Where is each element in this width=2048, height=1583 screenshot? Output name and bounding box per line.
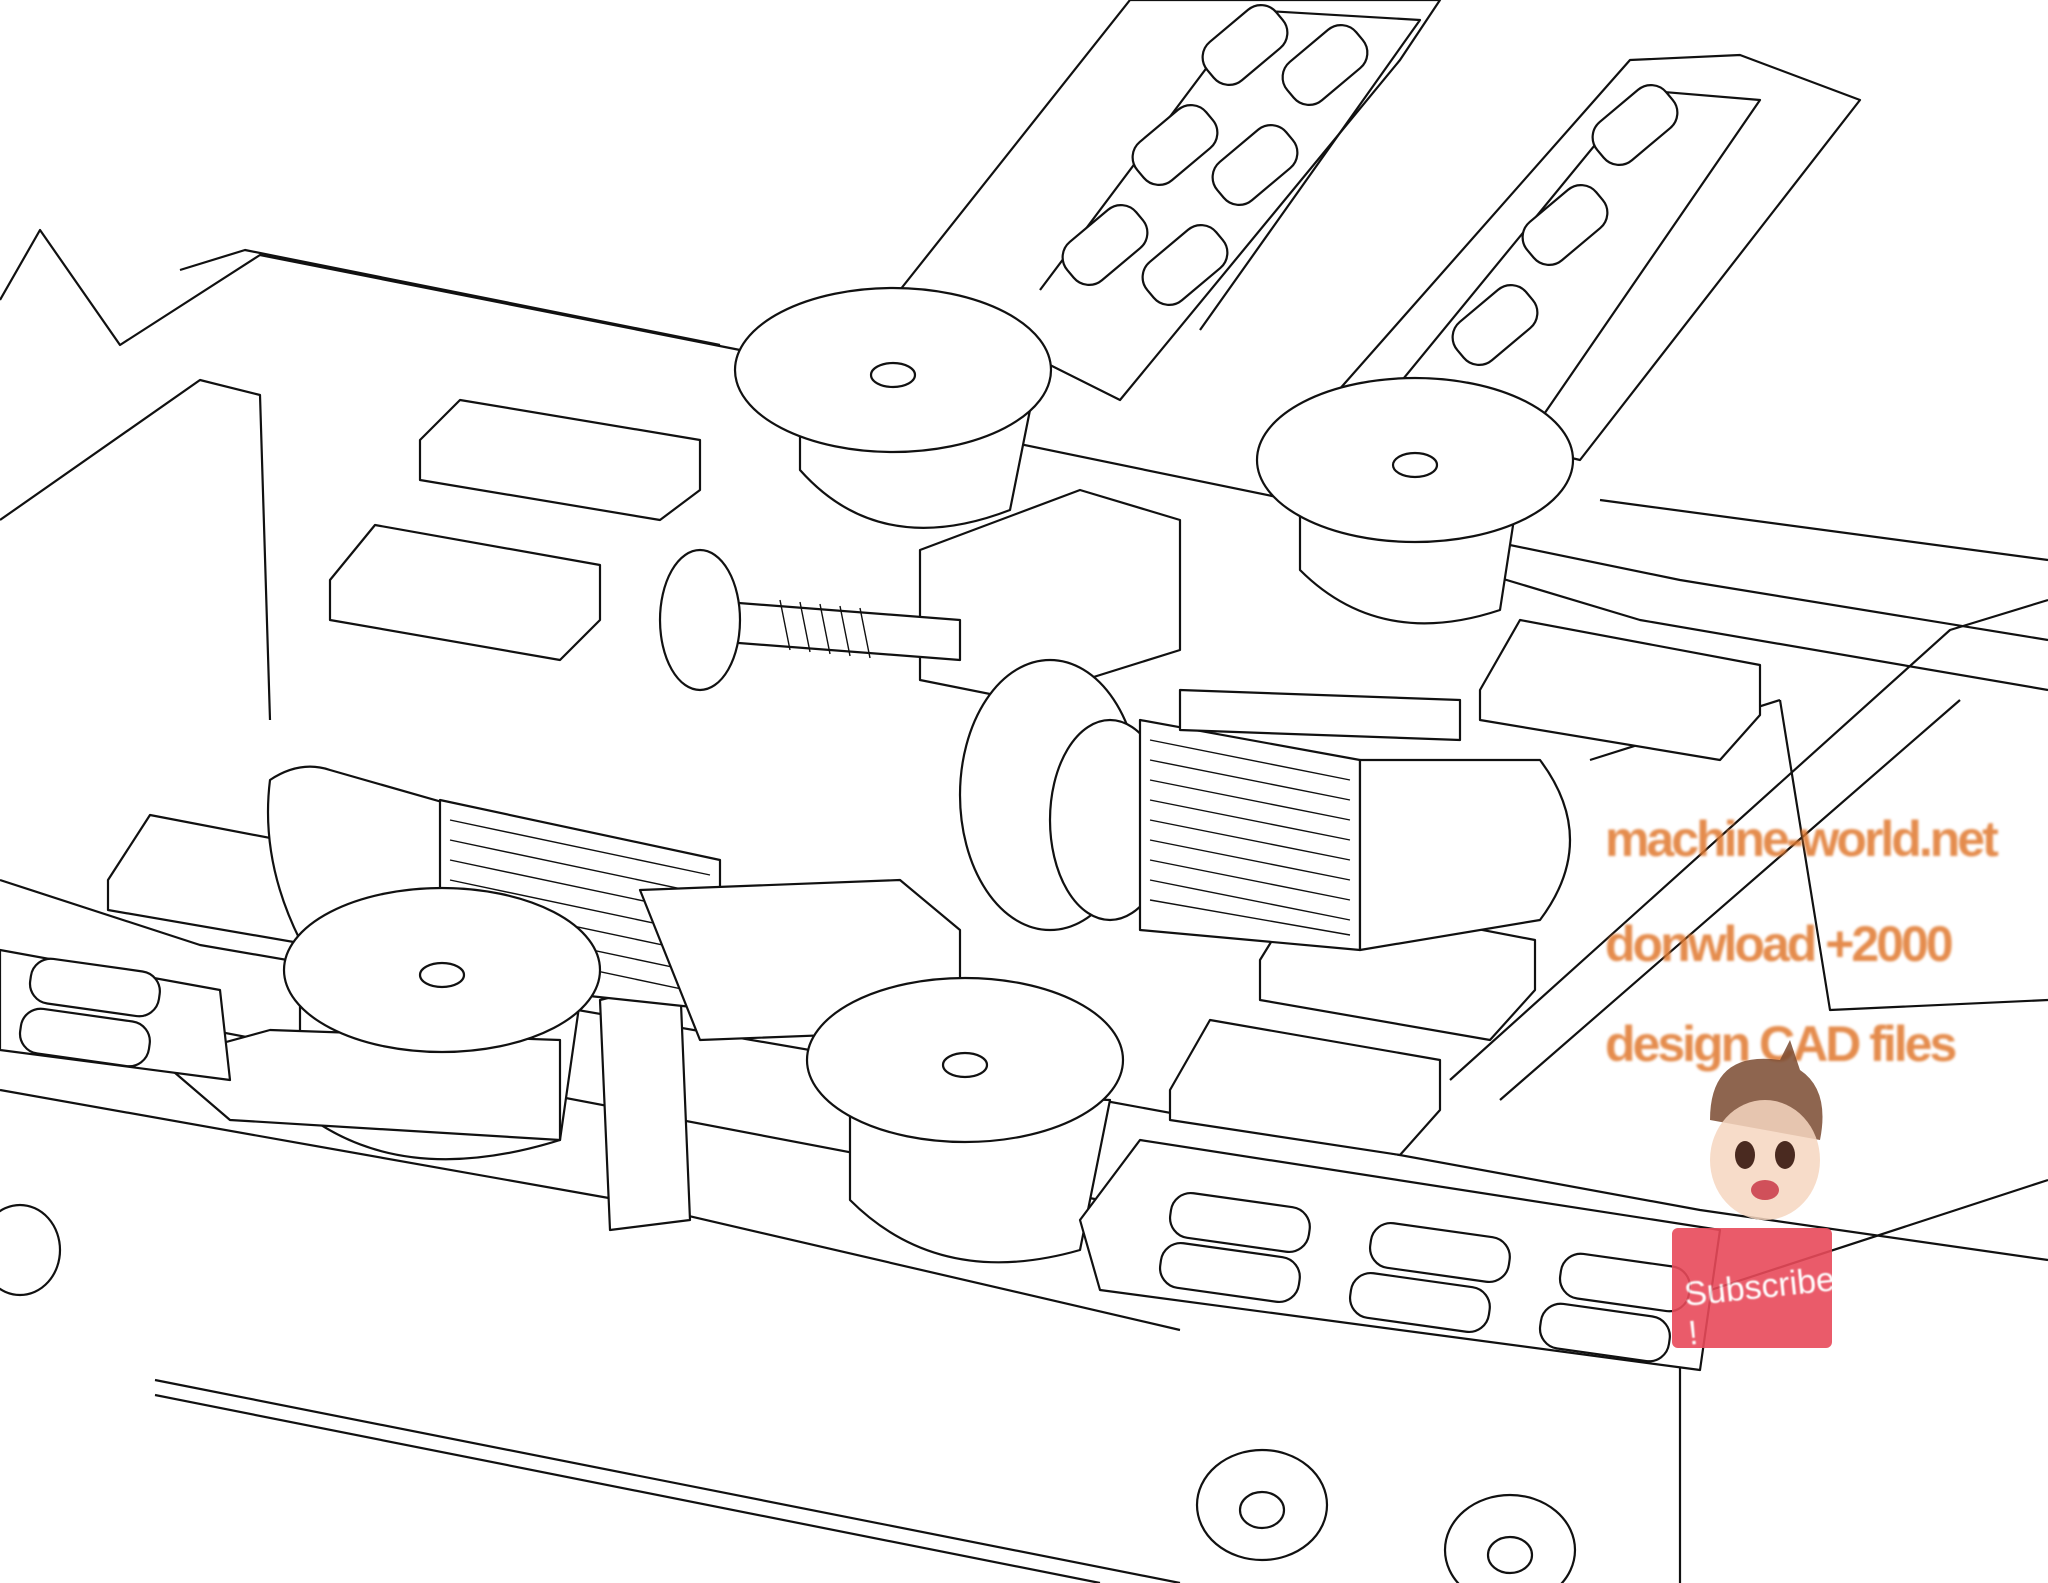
turntable-disc-3 [158,886,602,1161]
turntable-disc-2 [1255,376,1575,625]
turntable-disc-1 [733,286,1053,529]
gear-motor-center [918,488,1572,952]
flanges [0,1203,1577,1583]
roller-conveyor-left [0,948,232,1082]
turntable-disc-4 [805,976,1125,1264]
watermark-download: donwload +2000 [1605,916,1954,972]
mounting-plates [106,398,1762,1232]
roller-conveyor-upper-left [898,0,1442,402]
roller-conveyor-lower [1078,1138,1722,1372]
roller-conveyor-upper-right [1328,53,1862,462]
worm-shaft [658,548,1462,742]
watermark-site: machine-world.net [1605,811,1999,867]
mascot-icon [1710,1040,1823,1220]
subscribe-label: Subscribe ! [1682,1260,1837,1353]
subscribe-button[interactable]: Subscribe ! [1672,1228,1837,1353]
